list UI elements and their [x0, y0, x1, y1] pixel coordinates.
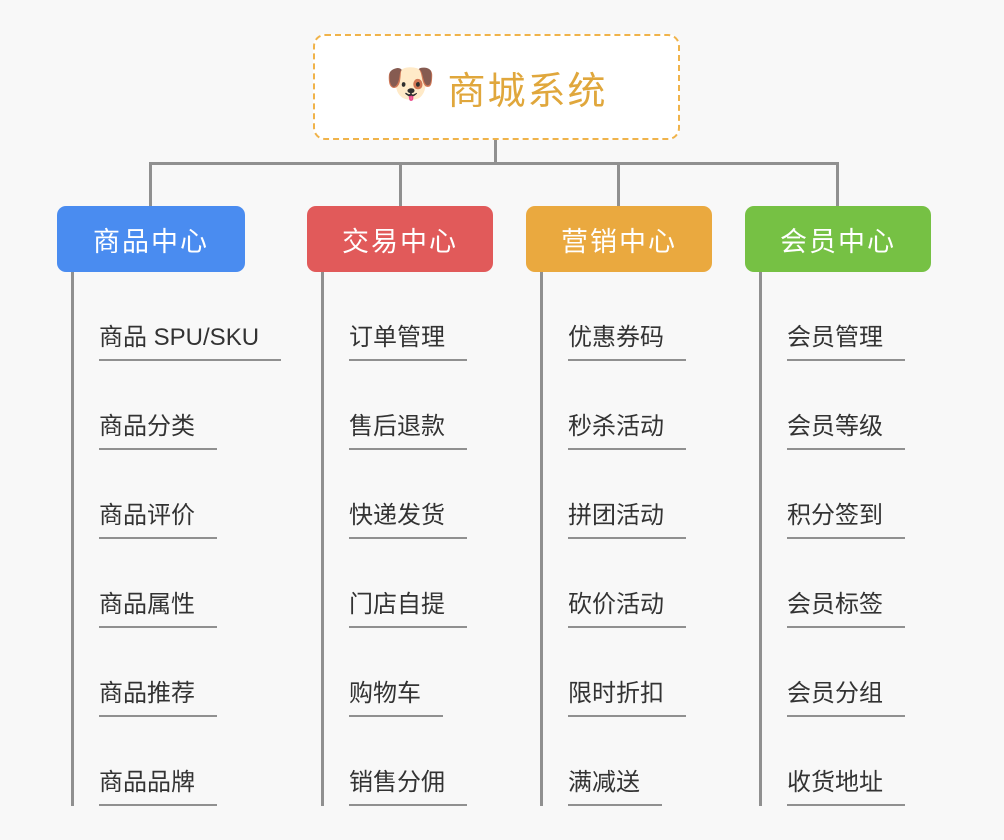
leaf-label: 满减送: [568, 769, 662, 806]
leaf-label: 会员管理: [787, 324, 905, 361]
leaf-item[interactable]: 积分签到: [759, 450, 905, 539]
connector-drop-2: [399, 162, 402, 206]
leaf-item[interactable]: 优惠券码: [540, 272, 686, 361]
branch-column-2: 交易中心 订单管理 售后退款 快递发货 门店自提 购物车 销售分佣: [307, 206, 493, 806]
branch-column-1: 商品中心 商品 SPU/SKU 商品分类 商品评价 商品属性 商品推荐 商品品牌: [57, 206, 282, 806]
leaf-label: 商品推荐: [99, 680, 217, 717]
leaf-label: 会员分组: [787, 680, 905, 717]
root-node[interactable]: 🐶 商城系统: [313, 34, 680, 140]
leaf-label: 商品评价: [99, 502, 217, 539]
leaf-label: 秒杀活动: [568, 413, 686, 450]
leaf-item[interactable]: 销售分佣: [321, 717, 467, 806]
leaf-item[interactable]: 会员标签: [759, 539, 905, 628]
leaf-label: 订单管理: [349, 324, 467, 361]
branch-trunk-1: [71, 272, 74, 806]
leaf-item[interactable]: 收货地址: [759, 717, 905, 806]
leaf-item[interactable]: 快递发货: [321, 450, 467, 539]
connector-drop-4: [836, 162, 839, 206]
leaf-label: 拼团活动: [568, 502, 686, 539]
leaf-item[interactable]: 购物车: [321, 628, 467, 717]
leaf-item[interactable]: 售后退款: [321, 361, 467, 450]
leaf-item[interactable]: 会员分组: [759, 628, 905, 717]
leaf-item[interactable]: 订单管理: [321, 272, 467, 361]
leaf-item[interactable]: 限时折扣: [540, 628, 686, 717]
connector-drop-1: [149, 162, 152, 206]
leaf-label: 限时折扣: [568, 680, 686, 717]
leaf-item[interactable]: 会员等级: [759, 361, 905, 450]
connector-root-stem: [494, 140, 497, 164]
root-title: 商城系统: [447, 70, 608, 113]
leaf-item[interactable]: 商品 SPU/SKU: [71, 272, 282, 361]
connector-drop-3: [617, 162, 620, 206]
shiba-dog-face-icon: 🐶: [385, 62, 436, 106]
branch-title-3: 营销中心: [561, 226, 677, 257]
leaf-item[interactable]: 门店自提: [321, 539, 467, 628]
branch-header-4[interactable]: 会员中心: [745, 206, 931, 272]
leaf-item[interactable]: 会员管理: [759, 272, 905, 361]
leaf-item[interactable]: 拼团活动: [540, 450, 686, 539]
branch-column-3: 营销中心 优惠券码 秒杀活动 拼团活动 砍价活动 限时折扣 满减送: [526, 206, 712, 806]
leaf-item[interactable]: 商品属性: [71, 539, 281, 628]
leaf-list-2: 订单管理 售后退款 快递发货 门店自提 购物车 销售分佣: [321, 272, 467, 806]
branch-title-1: 商品中心: [93, 226, 209, 257]
leaf-item[interactable]: 商品评价: [71, 450, 281, 539]
leaf-label: 商品属性: [99, 591, 217, 628]
leaf-item[interactable]: 秒杀活动: [540, 361, 686, 450]
leaf-label: 砍价活动: [568, 591, 686, 628]
leaf-list-4: 会员管理 会员等级 积分签到 会员标签 会员分组 收货地址: [759, 272, 905, 806]
branch-header-2[interactable]: 交易中心: [307, 206, 493, 272]
connector-horizontal-bus: [149, 162, 839, 165]
leaf-label: 商品 SPU/SKU: [99, 324, 282, 361]
leaf-label: 会员标签: [787, 591, 905, 628]
leaf-label: 收货地址: [787, 769, 905, 806]
leaf-label: 销售分佣: [349, 769, 467, 806]
leaf-label: 会员等级: [787, 413, 905, 450]
leaf-list-3: 优惠券码 秒杀活动 拼团活动 砍价活动 限时折扣 满减送: [540, 272, 686, 806]
leaf-label: 快递发货: [349, 502, 467, 539]
branch-column-4: 会员中心 会员管理 会员等级 积分签到 会员标签 会员分组 收货地址: [745, 206, 931, 806]
branch-header-1[interactable]: 商品中心: [57, 206, 245, 272]
leaf-item[interactable]: 商品品牌: [71, 717, 281, 806]
leaf-label: 门店自提: [349, 591, 467, 628]
leaf-label: 优惠券码: [568, 324, 686, 361]
leaf-item[interactable]: 商品分类: [71, 361, 281, 450]
branch-trunk-4: [759, 272, 762, 806]
branch-title-2: 交易中心: [342, 226, 458, 257]
leaf-label: 商品品牌: [99, 769, 217, 806]
branch-title-4: 会员中心: [780, 226, 896, 257]
leaf-label: 商品分类: [99, 413, 217, 450]
leaf-item[interactable]: 砍价活动: [540, 539, 686, 628]
branch-header-3[interactable]: 营销中心: [526, 206, 712, 272]
leaf-label: 售后退款: [349, 413, 467, 450]
leaf-list-1: 商品 SPU/SKU 商品分类 商品评价 商品属性 商品推荐 商品品牌: [71, 272, 282, 806]
branch-trunk-2: [321, 272, 324, 806]
leaf-label: 积分签到: [787, 502, 905, 539]
leaf-label: 购物车: [349, 680, 443, 717]
branch-trunk-3: [540, 272, 543, 806]
leaf-item[interactable]: 满减送: [540, 717, 686, 806]
leaf-item[interactable]: 商品推荐: [71, 628, 281, 717]
